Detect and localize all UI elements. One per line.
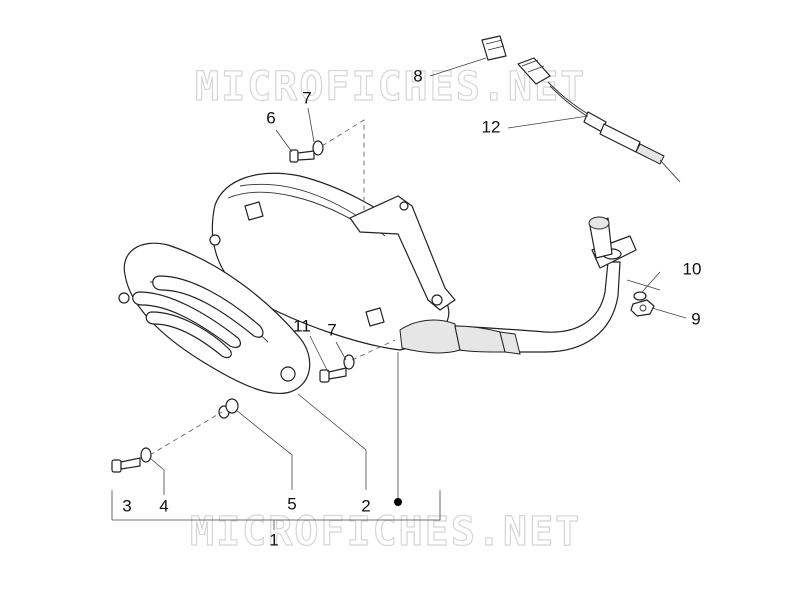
exhaust-pipe <box>454 216 637 355</box>
watermark-top: MICROFICHES.NET <box>195 64 586 110</box>
callout-8: 8 <box>413 66 422 85</box>
callouts: 8 7 6 12 10 9 11 7 3 4 5 2 1 <box>122 66 701 549</box>
washer-10 <box>633 291 647 301</box>
assembly-dot <box>394 498 402 506</box>
callout-10: 10 <box>683 259 702 278</box>
callout-5: 5 <box>287 494 296 513</box>
hardware <box>111 140 655 473</box>
callout-7-top: 7 <box>302 88 311 107</box>
leader-lines <box>111 57 687 530</box>
callout-4: 4 <box>159 496 168 515</box>
lambda-sensor <box>481 35 681 183</box>
callout-9: 9 <box>691 309 700 328</box>
watermark-bottom: MICROFICHES.NET <box>190 509 581 555</box>
callout-7-bottom: 7 <box>327 320 336 339</box>
callout-12: 12 <box>482 117 501 136</box>
heat-shield <box>118 242 311 395</box>
bolt-3 <box>111 457 141 473</box>
nut-9 <box>630 299 655 317</box>
muffler-body <box>209 172 461 354</box>
bolt-6 <box>289 149 315 163</box>
callout-1: 1 <box>269 530 278 549</box>
callout-11: 11 <box>293 316 311 335</box>
washer-7-top <box>312 140 324 156</box>
washer-7-bottom <box>343 354 355 370</box>
callout-3: 3 <box>122 496 131 515</box>
washer-4 <box>140 447 152 463</box>
bolt-11 <box>319 367 347 383</box>
callout-2: 2 <box>361 496 370 515</box>
callout-6: 6 <box>266 108 275 127</box>
spacer-5 <box>218 398 239 419</box>
